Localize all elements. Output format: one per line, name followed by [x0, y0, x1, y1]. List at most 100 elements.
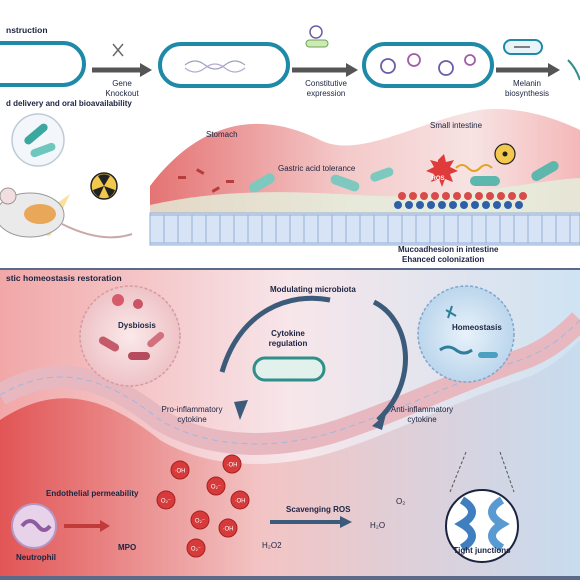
- charge-markers: [394, 192, 527, 209]
- positive-charge-icon: [464, 192, 472, 200]
- radical-label: O₂⁻: [191, 547, 201, 553]
- negative-charge-icon: [471, 201, 479, 209]
- gut-bacteria-group: [178, 161, 559, 193]
- negative-charge-icon: [515, 201, 523, 209]
- ros-badge-text: ROS: [431, 176, 444, 182]
- superoxide-radical-icon: O₂⁻: [156, 490, 176, 510]
- positive-charge-icon: [497, 192, 505, 200]
- dna-strand-icon: [184, 60, 246, 70]
- positive-charge-icon: [442, 192, 450, 200]
- epithelium-cell-lines: [0, 319, 580, 445]
- top-panel-header: nstruction: [6, 25, 48, 35]
- anti-inflammatory-line2: cytokine: [407, 415, 437, 424]
- h2o-label: H₂O: [370, 521, 385, 530]
- scavenging-arrow-head-icon: [340, 516, 352, 528]
- arrow-head-icon: [140, 63, 152, 77]
- negative-charge-icon: [460, 201, 468, 209]
- plasmid-ring-icon: [380, 58, 396, 74]
- radical-label: ·OH: [227, 463, 238, 469]
- plasmid-ring-icon-3: [438, 60, 454, 76]
- junction-protein-icon: [454, 496, 476, 552]
- radical-label: ·OH: [235, 499, 246, 505]
- junction-protein-icon-2: [488, 496, 510, 552]
- panel-divider: [0, 268, 580, 270]
- mpo-arrow-head-icon: [100, 520, 110, 532]
- endothelial-label: Endothelial permeability: [46, 489, 139, 498]
- dna-strand-icon-2: [184, 63, 246, 73]
- homeostasis-label: Homeostasis: [452, 323, 502, 332]
- superoxide-radical-icon: O₂⁻: [186, 538, 206, 558]
- lower-tissue: [0, 340, 580, 580]
- neutrophil-icon: [11, 503, 57, 549]
- bottom-panel-header: stic homeostasis restoration: [6, 273, 122, 283]
- negative-charge-icon: [493, 201, 501, 209]
- negative-charge-icon: [405, 201, 413, 209]
- arrow-head-right-icon: [372, 414, 386, 430]
- positive-charge-icon: [420, 192, 428, 200]
- tight-junctions-label: Tight junctions: [453, 546, 511, 555]
- step-melanin-line1: Melanin: [513, 79, 541, 88]
- mucoadhesion-line2: Ehanced colonization: [402, 255, 484, 264]
- scavenging-label: Scavenging ROS: [286, 505, 351, 514]
- small-intestine-label: Small intestine: [430, 121, 483, 130]
- radical-label: O₂⁻: [195, 519, 205, 525]
- mouse-icon: [0, 187, 133, 239]
- top-panel-subtitle: d delivery and oral bioavailability: [6, 99, 132, 108]
- negative-charge-icon: [427, 201, 435, 209]
- engineered-bacterium-icon: [252, 356, 326, 382]
- hydroxyl-radical-icon: ·OH: [170, 460, 190, 480]
- epithelium-top: [149, 212, 580, 246]
- superoxide-radical-icon: O₂⁻: [206, 476, 226, 496]
- radiation-icon-2: [494, 143, 516, 165]
- commensal-bacteria: [439, 305, 498, 358]
- cytokine-reg-line1: Cytokine: [271, 329, 305, 338]
- modulating-label: Modulating microbiota: [270, 285, 356, 294]
- scissors-icon: [112, 43, 124, 57]
- positive-charge-icon: [486, 192, 494, 200]
- curved-arrow-left: [219, 295, 331, 373]
- stomach-label: Stomach: [206, 130, 238, 139]
- dysbiosis-circle: [79, 285, 181, 387]
- neutrophil-label: Neutrophil: [16, 553, 56, 562]
- bacterium-capsule-2: [158, 42, 290, 88]
- zoom-guide-lines: [449, 451, 515, 493]
- positive-charge-icon: [508, 192, 516, 200]
- bacterium-capsule-3: [362, 42, 494, 88]
- epithelial-cell: [569, 214, 580, 244]
- negative-charge-icon: [482, 201, 490, 209]
- gastric-tolerance-label: Gastric acid tolerance: [278, 164, 356, 173]
- step-melanin-line2: biosynthesis: [505, 89, 549, 98]
- radical-label: O₂⁻: [161, 499, 171, 505]
- positive-charge-icon: [519, 192, 527, 200]
- positive-charge-icon: [398, 192, 406, 200]
- o2-label: O₂: [396, 497, 405, 506]
- neutrophil-nucleus-icon: [20, 519, 52, 532]
- curved-arrow-right: [372, 299, 408, 422]
- radiation-icon: [90, 172, 118, 200]
- pathogen-bacteria: [98, 294, 165, 360]
- ros-burst-icon: [426, 154, 458, 187]
- negative-charge-icon: [449, 201, 457, 209]
- arrow-head-left-icon: [234, 400, 248, 420]
- positive-charge-icon: [431, 192, 439, 200]
- mucoadhesion-line1: Mucoadhesion in intestine: [398, 245, 499, 254]
- partial-bacterium-icon: [567, 59, 580, 81]
- step-gene-line2: Knockout: [105, 89, 139, 98]
- bottom-border: [0, 576, 580, 580]
- positive-charge-icon: [475, 192, 483, 200]
- arrow-head-icon-2: [346, 63, 358, 77]
- radical-label: ·OH: [175, 469, 186, 475]
- plasmid-icon: [305, 25, 329, 48]
- mpo-label: MPO: [118, 543, 136, 552]
- dysbiosis-label: Dysbiosis: [118, 321, 156, 330]
- hydroxyl-radical-icon: ·OH: [222, 454, 242, 474]
- melanin-capsule-icon: [503, 39, 543, 55]
- plasmid-ring-icon-4: [464, 54, 476, 66]
- bacterium-icon: [24, 123, 56, 158]
- anti-inflammatory-line1: Anti-inflammatory: [391, 405, 453, 414]
- zoom-bacteria-circle: [11, 113, 65, 167]
- step-gene-line1: Gene: [112, 79, 132, 88]
- cytokine-reg-line2: regulation: [269, 339, 308, 348]
- negative-charge-icon: [438, 201, 446, 209]
